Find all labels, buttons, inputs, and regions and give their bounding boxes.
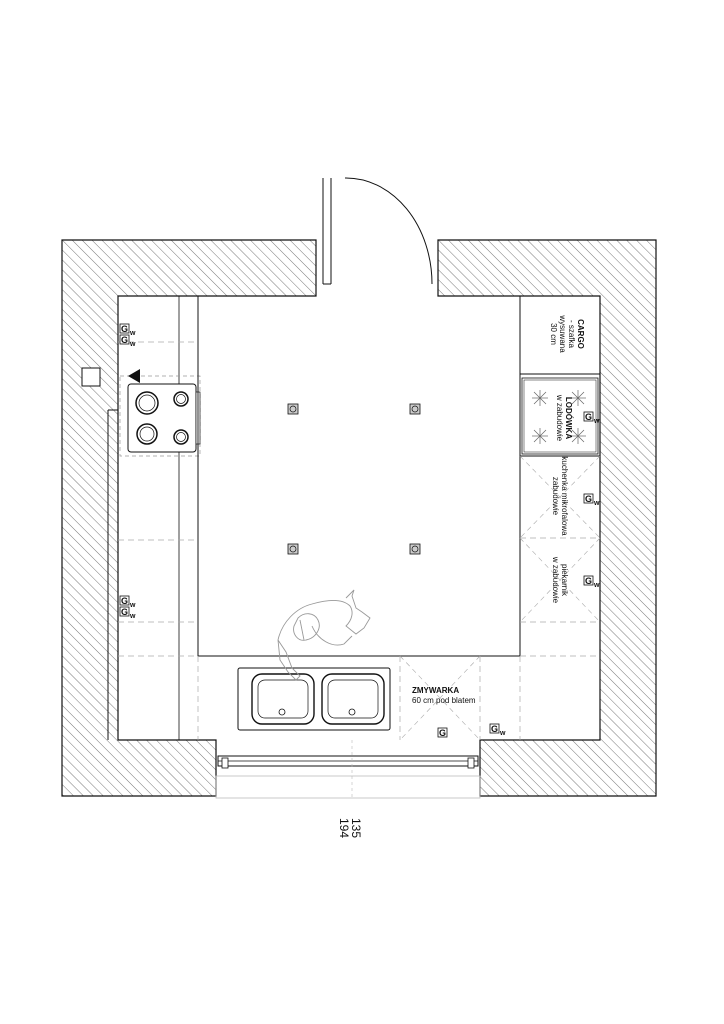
outlet-subscript: w [593,582,600,589]
bottom-counter [197,655,521,741]
fridge-line-1: LODÓWKA [564,397,573,439]
cargo-label: CARGO - szafka wysuwana 30 cm [549,314,585,353]
snowflake-icon [532,390,586,444]
person-figure [277,589,371,681]
oven-line-1: piekarnik [560,564,569,597]
window [215,755,481,799]
ceiling-light-icon [409,543,421,555]
dishwasher-label: ZMYWARKA 60 cm pod blatem [412,686,476,705]
outlet-subscript: w [129,613,136,620]
cargo-line-4: 30 cm [549,323,558,345]
microwave-line-2: zabudowie [551,477,560,516]
outlet-letter: G [585,494,592,504]
dishwasher-line-2: 60 cm pod blatem [412,696,476,705]
cargo-line-1: CARGO [576,319,585,349]
wall-left [61,239,317,797]
outlet-subscript: w [129,330,136,337]
outlet-letter: G [121,324,128,334]
entrance-door [322,177,433,285]
outlet-letter: G [121,335,128,345]
right-units [519,296,601,657]
ceiling-lights [287,403,421,555]
outlet-subscript: w [593,418,600,425]
ceiling-light-icon [287,543,299,555]
ceiling-light-icon [409,403,421,415]
outlet-letter: G [121,607,128,617]
hob-arrow-icon [128,369,140,383]
dishwasher-line-1: ZMYWARKA [412,686,459,695]
hob [119,369,201,457]
fridge-line-2: w zabudowie [555,394,564,442]
microwave-line-1: kuchenka mikrofalowa [560,456,569,536]
dimension-labels: 135 194 [337,818,363,838]
cargo-line-3: wysuwana [558,314,567,353]
outlet-subscript: w [593,500,600,507]
walls [61,239,657,797]
outlet-letter: G [585,576,592,586]
ceiling-light-icon [287,403,299,415]
dimension-194: 194 [337,818,351,838]
outlet-letter: G [585,412,592,422]
wall-right [437,239,657,797]
hood-symbol [81,367,101,387]
oven-line-2: w zabudowie [551,556,560,604]
fridge [521,377,599,455]
outlet-subscript: w [499,730,506,737]
dimension-135: 135 [349,818,363,838]
outlet-subscript: w [129,341,136,348]
outlet-letter: G [439,728,446,738]
double-sink [237,667,391,731]
outlet-letter: G [491,724,498,734]
oven-label: piekarnik w zabudowie [551,556,569,604]
cargo-line-2: - szafka [567,320,576,349]
fridge-label: LODÓWKA w zabudowie [555,394,573,442]
island [197,296,521,657]
outlet-subscript: w [129,602,136,609]
microwave-label: kuchenka mikrofalowa zabudowie [551,456,569,536]
outlet-symbols: G w G w G w G w G w G w G [119,323,600,738]
door-swing-arc [344,177,433,285]
outlet-letter: G [121,596,128,606]
